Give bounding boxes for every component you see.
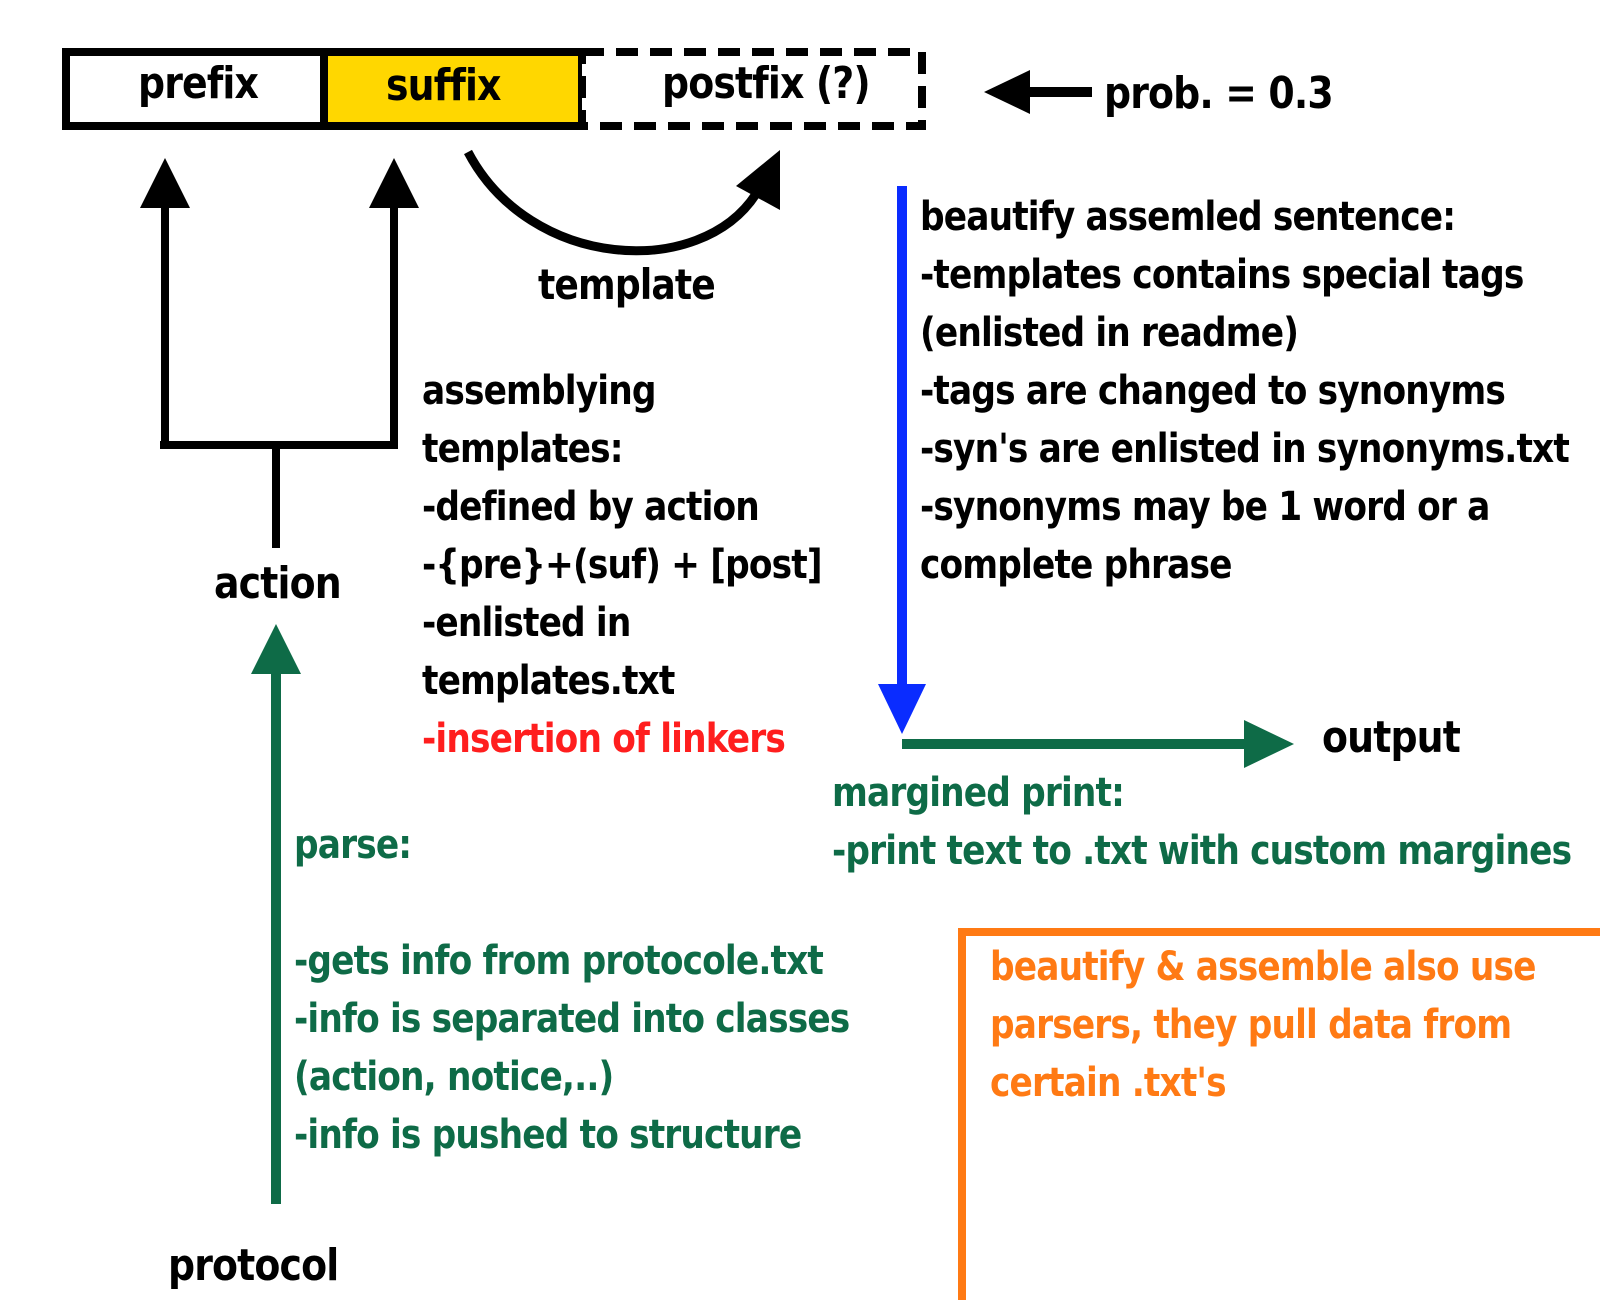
parse-line: -gets info from protocole.txt bbox=[294, 938, 824, 984]
prefix-box bbox=[62, 48, 328, 130]
beautify-block: beautify assemled sentence: -templates c… bbox=[920, 188, 1570, 594]
assembling-line: assemblying bbox=[422, 368, 656, 414]
template-arrow-head bbox=[736, 150, 780, 210]
margined-print-line: margined print: bbox=[832, 770, 1125, 816]
note-block: beautify & assemble also use parsers, th… bbox=[990, 938, 1536, 1112]
probability-label: prob. = 0.3 bbox=[1104, 68, 1334, 119]
beautify-arrow-head bbox=[878, 684, 926, 734]
beautify-line: -tags are changed to synonyms bbox=[920, 368, 1506, 414]
assembling-line: templates.txt bbox=[422, 658, 675, 704]
beautify-line: -templates contains special tags bbox=[920, 252, 1524, 298]
prefix-arrow-head bbox=[140, 158, 190, 208]
postfix-box bbox=[578, 48, 926, 130]
linkers-highlight: -insertion of linkers bbox=[422, 716, 786, 762]
parse-line: (action, notice,..) bbox=[294, 1054, 614, 1100]
note-line: parsers, they pull data from bbox=[990, 1002, 1512, 1048]
margined-print-block: margined print: -print text to .txt with… bbox=[832, 764, 1572, 880]
suffix-box bbox=[320, 48, 586, 130]
beautify-line: -syn's are enlisted in synonyms.txt bbox=[920, 426, 1570, 472]
note-line: beautify & assemble also use bbox=[990, 944, 1536, 990]
action-label: action bbox=[214, 558, 342, 609]
note-line: certain .txt's bbox=[990, 1060, 1227, 1106]
assembling-line: -{pre}+(suf) + [post] bbox=[422, 542, 823, 588]
suffix-label: suffix bbox=[386, 60, 501, 111]
note-box bbox=[958, 928, 1600, 1300]
beautify-line: -synonyms may be 1 word or a bbox=[920, 484, 1490, 530]
protocol-label: protocol bbox=[168, 1240, 339, 1291]
action-to-suffix-line bbox=[160, 200, 398, 449]
template-label: template bbox=[538, 260, 716, 309]
margined-print-line: -print text to .txt with custom margines bbox=[832, 828, 1572, 874]
parse-title: parse: bbox=[294, 822, 412, 868]
assembling-line: -enlisted in bbox=[422, 600, 631, 646]
beautify-line: beautify assemled sentence: bbox=[920, 194, 1456, 240]
action-to-prefix-line bbox=[161, 200, 280, 548]
prefix-label: prefix bbox=[138, 58, 259, 109]
parse-line: -info is pushed to structure bbox=[294, 1112, 802, 1158]
parse-block: -gets info from protocole.txt -info is s… bbox=[294, 932, 850, 1164]
beautify-line: (enlisted in readme) bbox=[920, 310, 1299, 356]
postfix-label: postfix (?) bbox=[662, 58, 871, 109]
output-arrow-head bbox=[1244, 720, 1294, 768]
template-curve bbox=[464, 149, 760, 256]
beautify-line: complete phrase bbox=[920, 542, 1232, 588]
assembling-line: -defined by action bbox=[422, 484, 760, 530]
assembling-line: templates: bbox=[422, 426, 624, 472]
prob-arrow-head bbox=[984, 70, 1030, 114]
assembling-block: assemblying templates: -defined by actio… bbox=[422, 362, 823, 768]
parse-line: -info is separated into classes bbox=[294, 996, 850, 1042]
output-label: output bbox=[1322, 712, 1461, 763]
parse-arrow-head bbox=[251, 624, 301, 674]
suffix-arrow-head bbox=[369, 158, 419, 208]
